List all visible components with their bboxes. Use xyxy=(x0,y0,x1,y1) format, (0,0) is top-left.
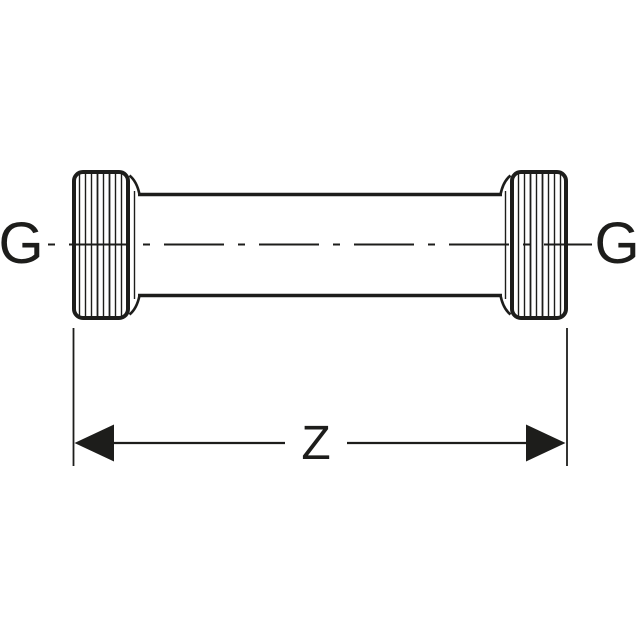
thread-label-left: G xyxy=(0,211,44,276)
left-collar-taper xyxy=(128,174,141,316)
length-dimension xyxy=(72,328,568,466)
arrowhead-left-icon xyxy=(74,424,114,462)
left-nut-collar xyxy=(128,174,141,316)
dimension-label-z: Z xyxy=(301,417,330,470)
arrowhead-right-icon xyxy=(526,424,566,462)
pipe-body xyxy=(138,192,502,298)
thread-label-right: G xyxy=(594,211,639,276)
right-union-nut xyxy=(510,170,568,320)
right-collar-taper xyxy=(499,174,512,316)
